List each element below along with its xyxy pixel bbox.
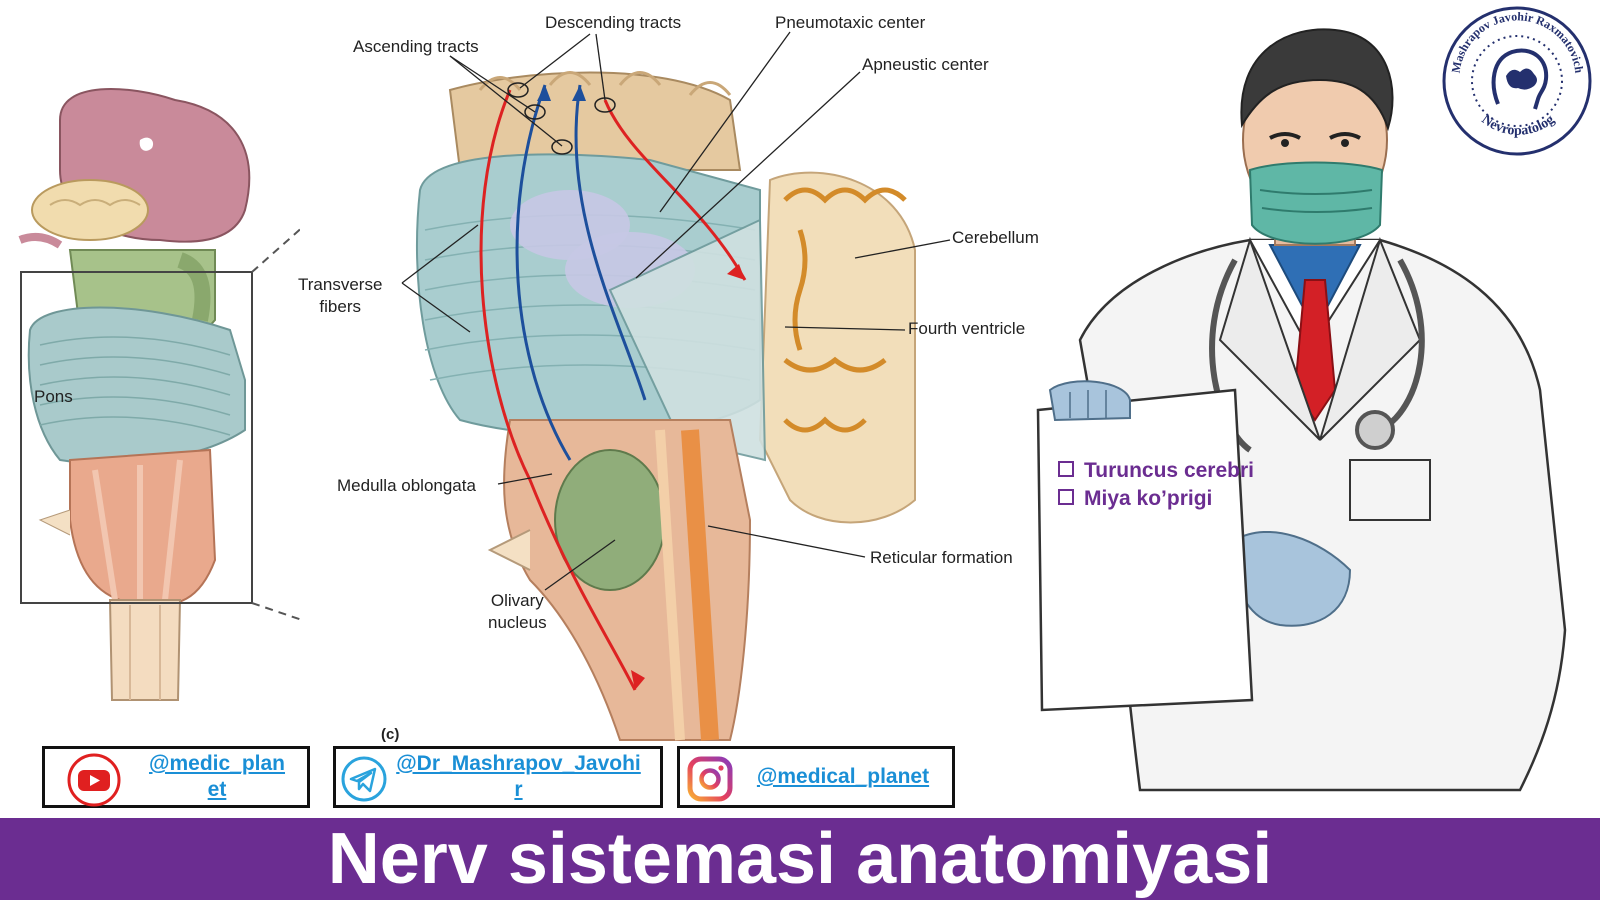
paper-sheet xyxy=(1036,380,1254,712)
doctor-illustration xyxy=(1078,28,1567,792)
telegram-link[interactable]: @Dr_Mashrapov_Javohi r xyxy=(376,751,661,803)
label-pneumotaxic-center: Pneumotaxic center xyxy=(775,13,926,32)
paper-item-1-text: Turuncus cerebri xyxy=(1084,459,1254,482)
paper-item-1: Turuncus cerebri xyxy=(1058,457,1254,485)
label-transverse-line2: fibers xyxy=(319,297,361,316)
label-olivary-nucleus: Olivary nucleus xyxy=(488,590,547,634)
page-title: Nerv sistemasi anatomiyasi xyxy=(327,819,1273,899)
paper-item-2: Miya ko’prigi xyxy=(1058,485,1254,513)
label-apneustic-center: Apneustic center xyxy=(862,55,989,74)
brain-head-icon xyxy=(1491,48,1549,110)
checkbox-icon xyxy=(1058,489,1074,505)
label-figure-part: (c) xyxy=(381,726,400,743)
label-pons: Pons xyxy=(34,387,73,406)
label-descending-tracts: Descending tracts xyxy=(545,13,682,32)
brainstem-overview-illustration xyxy=(18,88,300,701)
label-fourth-ventricle: Fourth ventricle xyxy=(908,319,1026,338)
youtube-box[interactable]: @medic_plan et xyxy=(42,746,310,808)
youtube-link[interactable]: @medic_plan et xyxy=(137,751,297,803)
telegram-link-line2[interactable]: r xyxy=(514,778,523,801)
label-transverse-line1: Transverse xyxy=(298,275,383,294)
label-olivary-line1: Olivary xyxy=(490,591,544,610)
telegram-icon xyxy=(341,756,387,802)
youtube-link-line1[interactable]: @medic_plan xyxy=(148,752,286,775)
label-cerebellum: Cerebellum xyxy=(952,228,1039,247)
label-reticular-formation: Reticular formation xyxy=(870,548,1013,567)
paper-item-2-text: Miya ko’prigi xyxy=(1084,487,1213,510)
checkbox-icon xyxy=(1058,461,1074,477)
telegram-link-line1[interactable]: @Dr_Mashrapov_Javohi xyxy=(396,752,641,775)
instagram-box[interactable]: @medical_planet xyxy=(677,746,955,808)
telegram-box[interactable]: @Dr_Mashrapov_Javohi r xyxy=(333,746,663,808)
label-transverse-fibers: Transverse fibers xyxy=(298,274,382,318)
title-banner: Nerv sistemasi anatomiyasi xyxy=(0,818,1600,900)
paper-list: Turuncus cerebri Miya ko’prigi xyxy=(1058,457,1254,513)
youtube-link-line2[interactable]: et xyxy=(207,778,227,801)
youtube-icon xyxy=(67,753,121,807)
instagram-link[interactable]: @medical_planet xyxy=(756,765,930,788)
label-medulla-oblongata: Medulla oblongata xyxy=(337,476,476,495)
brainstem-detail-illustration xyxy=(415,71,916,741)
nevropatolog-seal: Mashrapov Javohir Raxmatovich Nevropatol… xyxy=(1442,6,1592,156)
label-olivary-line2: nucleus xyxy=(488,613,547,632)
instagram-icon xyxy=(687,756,733,802)
label-ascending-tracts: Ascending tracts xyxy=(353,37,479,56)
